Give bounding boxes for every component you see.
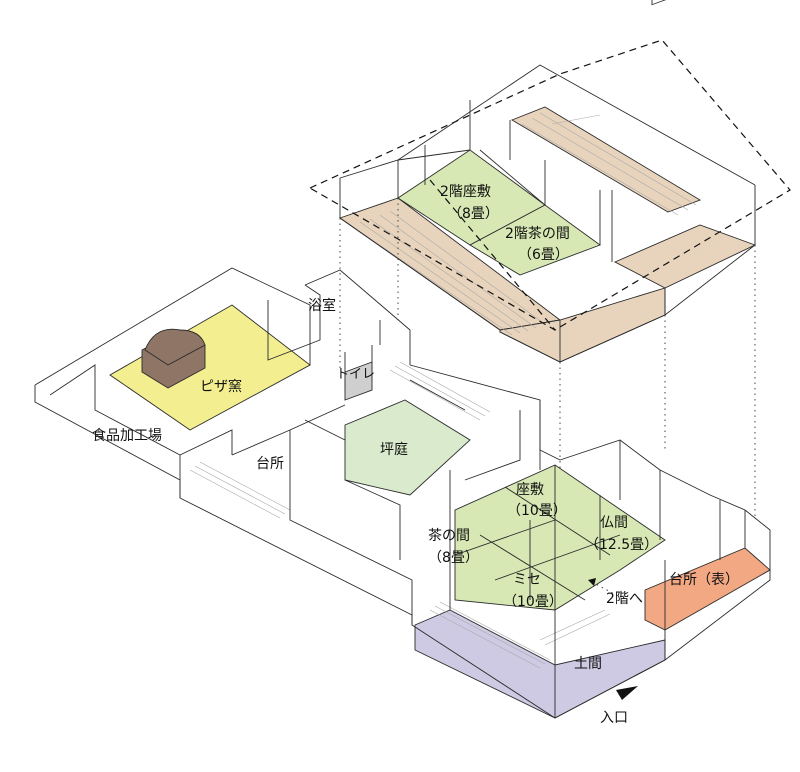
zashiki-name: 座敷 (516, 482, 544, 498)
pizza-oven-label: ピザ窯 (200, 378, 242, 395)
front-kitchen-floor (644, 547, 771, 631)
stair-hatching (189, 361, 611, 669)
butsuma-name: 仏間 (600, 515, 628, 531)
stairs-arrow (588, 578, 621, 598)
chanoma-size: （8畳） (428, 550, 479, 566)
mise-name: ミセ (513, 572, 541, 588)
entrance-label: 入口 (600, 710, 628, 726)
roof-outline (309, 39, 791, 331)
second-zashiki-name: 2階座敷 (440, 184, 491, 200)
butsuma-size: （12.5畳） (585, 537, 658, 553)
stairs-label: 2階へ (606, 591, 643, 607)
kitchen-label: 台所 (256, 456, 284, 472)
projection-guides (339, 198, 756, 520)
second-chanoma-name: 2階茶の間 (505, 226, 570, 242)
second-floor-wood-back (510, 106, 702, 213)
chanoma-name: 茶の間 (428, 528, 470, 544)
ground-floor (34, 267, 771, 719)
ground-frame (34, 267, 771, 719)
doma-floor (414, 609, 666, 719)
garden-floor (344, 399, 471, 496)
entrance-arrow (616, 686, 638, 700)
front-kitchen-label: 台所（表） (669, 572, 739, 588)
zashiki-size: （10畳） (507, 503, 567, 519)
second-floor (309, 0, 791, 520)
toilet-label: トイレ (336, 367, 375, 382)
second-floor-wood-right (613, 224, 757, 289)
doma-label: 土間 (574, 656, 602, 672)
second-chanoma-size: （6畳） (518, 247, 569, 263)
second-zashiki-size: （8畳） (448, 206, 499, 222)
pizza-oven (141, 328, 206, 389)
toilet-block (344, 361, 373, 401)
garden-label: 坪庭 (380, 441, 408, 458)
labels: 2階座敷 （8畳） 2階茶の間 （6畳） 浴室 トイレ ピザ窯 食品加工場 台所… (92, 184, 739, 726)
tatami-grid (454, 465, 621, 610)
food-factory-label: 食品加工場 (92, 427, 162, 444)
wood-hatching (349, 112, 697, 336)
pizza-oven-floor (109, 304, 311, 431)
mise-size: （10畳） (503, 594, 563, 610)
second-floor-frame (339, 0, 756, 363)
bath-label: 浴室 (308, 297, 336, 314)
